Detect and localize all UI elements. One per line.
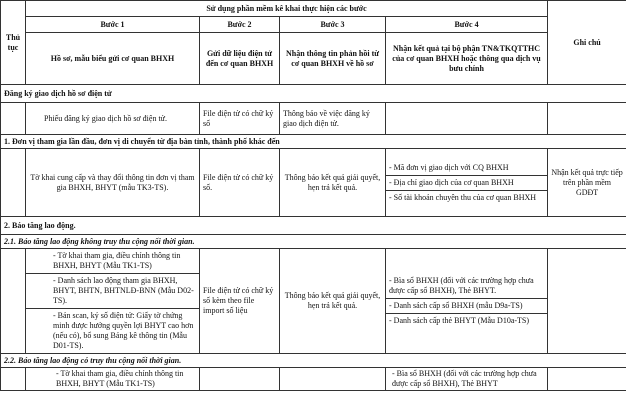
cell-step4-list: - Mã đơn vị giao dịch với CQ BHXH - Địa …: [384, 148, 549, 217]
header-step3-desc: Nhận thông tin phản hồi từ cơ quan BHXH …: [279, 32, 386, 85]
list-item: - Mã đơn vị giao dịch với CQ BHXH: [386, 161, 547, 176]
cell-step1: Phiếu đăng ký giao dịch hồ sơ điện tử.: [25, 102, 200, 135]
list-item: - Danh sách cấp sổ BHXH (mẫu D9a-TS): [386, 299, 547, 314]
table-row: - Tờ khai tham gia, điều chỉnh thông tin…: [0, 367, 626, 391]
subsection-title-row: 2.1. Báo tăng lao động không truy thu cộ…: [0, 234, 626, 249]
section-title-row: Đăng ký giao dịch hồ sơ điện tử: [0, 84, 626, 103]
cell-step2: File điện tử có chữ ký số.: [199, 148, 280, 217]
section-title-dang-ky: Đăng ký giao dịch hồ sơ điện tử: [0, 84, 626, 103]
subsection-title-2-1: 2.1. Báo tăng lao động không truy thu cộ…: [0, 234, 626, 249]
subsection-title-row: 2.2. Báo tăng lao động có truy thu cộng …: [0, 353, 626, 368]
section-title-row: 2. Báo tăng lao động.: [0, 216, 626, 235]
table-row: Tờ khai cung cấp và thay đổi thông tin đ…: [0, 148, 626, 217]
list-item: - Bản scan, ký số điện tử: Giấy tờ chứng…: [53, 311, 194, 350]
cell-step3: Thông báo kết quả giải quyết, hẹn trả kế…: [279, 148, 386, 217]
header-row-1: Thủ tục Sử dụng phần mềm kê khai thực hi…: [0, 0, 626, 85]
header-step3: Bước 3: [279, 16, 386, 33]
header-row-2: Bước 1 Bước 2 Bước 3 Bước 4: [1, 16, 626, 33]
cell-step1-list: - Tờ khai tham gia, điều chỉnh thông tin…: [25, 248, 200, 354]
section-title-1: 1. Đơn vị tham gia lần đầu, đơn vị di ch…: [0, 134, 626, 149]
subsection-title-2-2: 2.2. Báo tăng lao động có truy thu cộng …: [0, 353, 626, 368]
header-step4-desc: Nhận kết quả tại bộ phận TN&TKQTTHC của …: [384, 32, 549, 85]
list-item: - Địa chỉ giao dịch của cơ quan BHXH: [386, 176, 547, 191]
procedure-table: Thủ tục Sử dụng phần mềm kê khai thực hi…: [0, 0, 626, 391]
list-item: - Tờ khai tham gia, điều chỉnh thông tin…: [26, 250, 199, 274]
cell-step4: - Bìa sổ BHXH (đối với các trường hợp ch…: [384, 367, 549, 391]
header-ghi-chu: Ghi chú: [547, 0, 626, 85]
section-title-2: 2. Báo tăng lao động.: [0, 216, 626, 235]
cell-step2: File điện tử có chữ ký số: [199, 102, 280, 135]
cell-step3: Thông báo kết quả giải quyết, hẹn trả kế…: [279, 248, 386, 354]
header-row-3: Hồ sơ, mẫu biểu gửi cơ quan BHXH Gửi dữ …: [1, 32, 626, 85]
cell-step4-list: - Bìa sổ BHXH (đối với các trường hợp ch…: [384, 248, 549, 354]
header-thu-tuc: Thủ tục: [0, 0, 26, 85]
table-row: - Tờ khai tham gia, điều chỉnh thông tin…: [0, 248, 626, 354]
list-item: - Danh sách cấp thẻ BHYT (Mẫu D10a-TS): [389, 316, 530, 325]
header-step2: Bước 2: [199, 16, 280, 33]
table-row: Phiếu đăng ký giao dịch hồ sơ điện tử. F…: [0, 102, 626, 135]
header-step1-desc: Hồ sơ, mẫu biểu gửi cơ quan BHXH: [25, 32, 200, 85]
cell-step3: Thông báo về việc đăng ký giao dịch điện…: [279, 102, 386, 135]
list-item: - Bìa sổ BHXH (đối với các trường hợp ch…: [386, 274, 547, 299]
header-step1: Bước 1: [25, 16, 200, 33]
header-step2-desc: Gửi dữ liệu điện tử đến cơ quan BHXH: [199, 32, 280, 85]
list-item: - Danh sách lao động tham gia BHXH, BHYT…: [26, 274, 199, 309]
section-title-row: 1. Đơn vị tham gia lần đầu, đơn vị di ch…: [0, 134, 626, 149]
cell-step2: File điện tử có chữ ký số kèm theo file …: [199, 248, 280, 354]
list-item: - Số tài khoản chuyên thu của cơ quan BH…: [389, 192, 537, 202]
cell-step1: Tờ khai cung cấp và thay đổi thông tin đ…: [25, 148, 200, 217]
header-top: Sử dụng phần mềm kê khai thực hiện các b…: [24, 0, 549, 17]
cell-step1: - Tờ khai tham gia, điều chỉnh thông tin…: [25, 367, 200, 391]
cell-note: Nhận kết quả trực tiếp trên phần mềm GDĐ…: [547, 148, 626, 217]
header-step4: Bước 4: [384, 16, 549, 33]
